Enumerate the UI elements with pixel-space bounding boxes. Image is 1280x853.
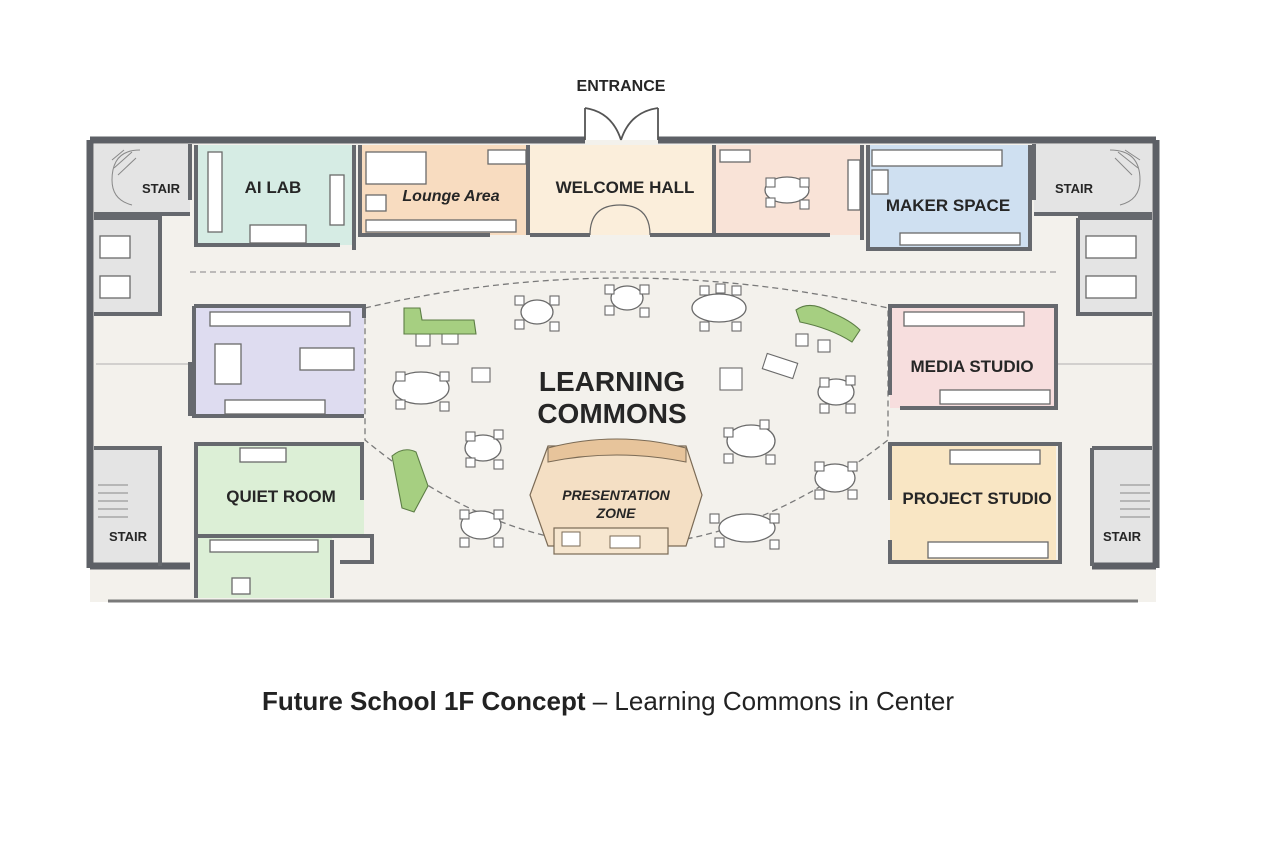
restroom-left [94,218,160,314]
stair-treads-bottom [98,484,1150,518]
caption: Future School 1F Concept – Learning Comm… [0,686,1216,717]
room-welcome-hall[interactable] [530,145,714,235]
label-stair-top-left: STAIR [142,181,181,196]
presentation-zone[interactable] [529,438,703,555]
label-media-studio: MEDIA STUDIO [910,357,1033,376]
restroom-right [1078,218,1152,314]
interior-walls-media [888,304,1058,410]
interior-walls-quiet [194,442,374,598]
learning-commons-chairs [395,177,858,550]
stair-bottom-right [1092,448,1152,566]
label-maker-space: MAKER SPACE [886,196,1010,215]
interior-walls-classroom [188,304,366,418]
interior-walls-sides [94,216,1152,566]
label-presentation: PRESENTATION [562,487,670,503]
label-zone: ZONE [596,505,637,521]
stair-treads-top-left [111,149,141,206]
green-sofas [391,304,861,513]
welcome-hall-door[interactable] [589,204,651,236]
learning-commons-tables [392,176,856,543]
label-stair-bottom-right: STAIR [1103,529,1142,544]
label-ai-lab: AI LAB [245,178,302,197]
label-learning: LEARNING [539,366,685,397]
label-project-studio: PROJECT STUDIO [902,489,1051,508]
learning-commons-outline [364,277,889,546]
interior-walls-project [888,442,1062,564]
caption-main: Future School 1F Concept [261,686,586,716]
entrance-door[interactable] [584,107,659,141]
label-stair-bottom-left: STAIR [109,529,148,544]
label-entrance: ENTRANCE [577,78,666,95]
label-lounge: Lounge Area [402,188,499,205]
label-commons: COMMONS [537,398,686,429]
stair-bottom-left [94,448,160,566]
interior-walls-top [94,144,1152,251]
outer-wall-sides [86,140,1160,568]
caption-sub: – Learning Commons in Center [592,686,955,716]
stair-top-left [94,144,190,214]
stair-treads-top-right [1109,149,1141,206]
room-furniture [99,149,1137,595]
label-stair-top-right: STAIR [1055,181,1094,196]
stair-top-right [1034,144,1152,214]
label-welcome-hall: WELCOME HALL [556,178,695,197]
label-quiet-room: QUIET ROOM [226,487,336,506]
